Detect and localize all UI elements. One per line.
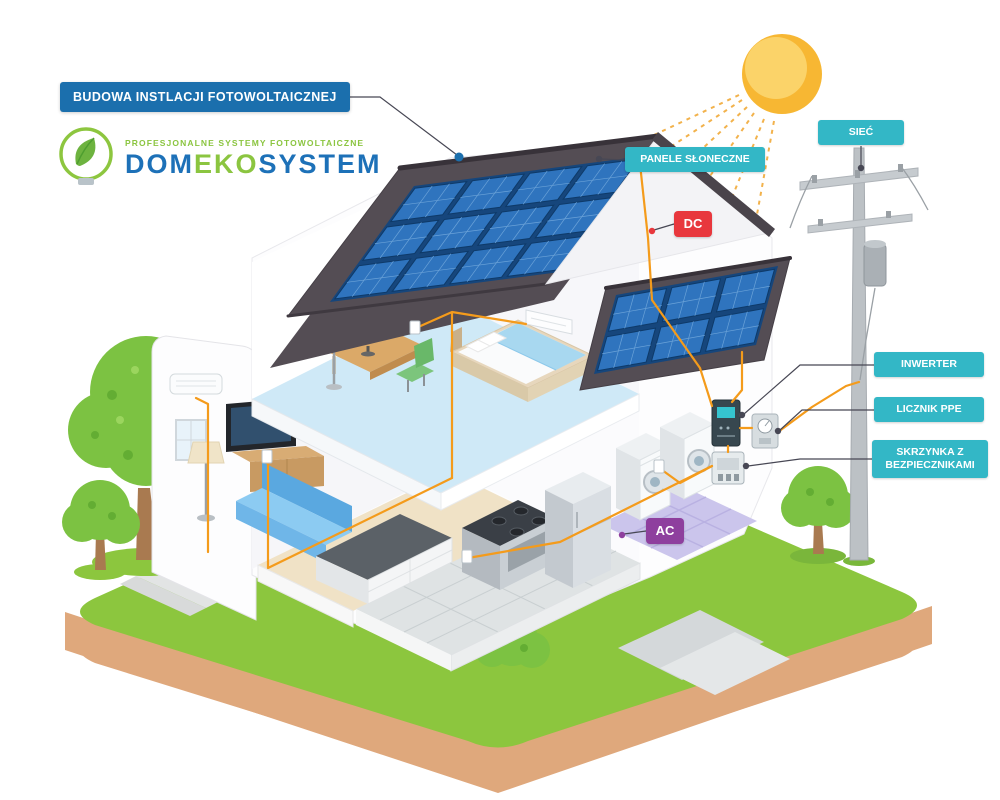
ac-unit-bedroom <box>525 309 573 335</box>
leader-lines <box>346 96 874 539</box>
kitchen-island <box>316 514 453 605</box>
ac-badge: AC <box>646 518 684 544</box>
callout-fuse-box: SKRZYNKA Z BEZPIECZNIKAMI <box>872 440 988 478</box>
brand-system: SYSTEM <box>258 148 382 179</box>
meter-device <box>751 413 779 449</box>
desk-chair <box>396 338 434 392</box>
pole-transformer <box>863 240 887 287</box>
leaf-bulb-logo-icon <box>59 127 113 185</box>
logo-brand: DOMEKOSYSTEM <box>125 148 382 179</box>
brand-eko: EKO <box>194 148 259 179</box>
sofa <box>236 462 352 563</box>
wiring <box>194 162 861 570</box>
callout-inverter: INWERTER <box>874 352 984 377</box>
tree-small-left <box>62 480 140 580</box>
inverter-device <box>711 399 741 447</box>
house-cutaway <box>151 132 861 672</box>
stove <box>462 500 556 590</box>
power-pole <box>789 147 929 566</box>
fridge <box>545 472 612 588</box>
left-exterior-wall <box>151 335 257 621</box>
dc-badge: DC <box>674 211 712 237</box>
company-logo: PROFESJONALNE SYSTEMY FOTOWOLTAICZNE DOM… <box>58 126 382 188</box>
page-title: BUDOWA INSTLACJI FOTOWOLTAICZNEJ <box>60 82 350 112</box>
dryer <box>660 412 715 500</box>
callout-solar-panels: PANELE SŁONECZNE <box>625 147 765 172</box>
solar-panel-array-secondary <box>594 266 778 374</box>
sun-icon <box>742 34 822 114</box>
logo-tagline: PROFESJONALNE SYSTEMY FOTOWOLTAICZNE <box>125 137 365 148</box>
floor-lamp-living <box>187 441 225 522</box>
solar-panel-array-main <box>330 156 644 302</box>
power-outlets <box>261 320 665 564</box>
callout-meter: LICZNIK PPE <box>874 397 984 422</box>
walkway <box>618 610 790 695</box>
brand-dom: DOM <box>125 148 194 179</box>
fuse-box-device <box>711 451 745 485</box>
bed <box>450 319 596 402</box>
ac-unit-living <box>169 373 223 395</box>
callout-grid: SIEĆ <box>818 120 904 145</box>
tree-small-right <box>781 466 856 564</box>
